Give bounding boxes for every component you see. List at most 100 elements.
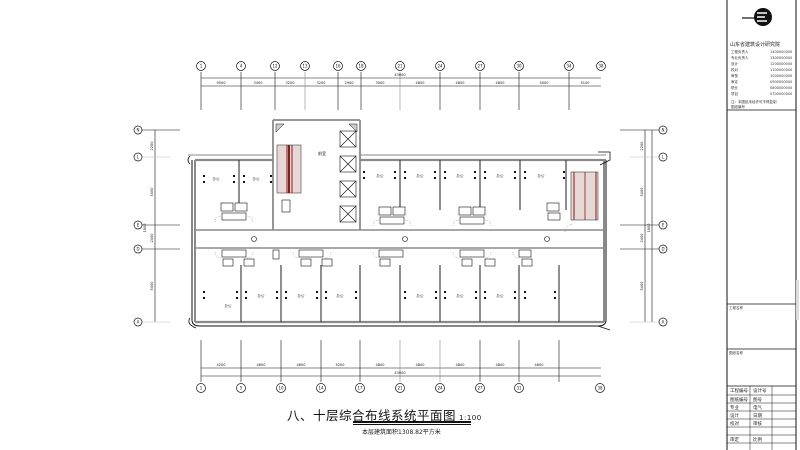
svg-text:5100: 5100 <box>581 81 590 85</box>
svg-text:5400: 5400 <box>150 282 154 291</box>
svg-text:31: 31 <box>516 386 522 391</box>
tb-row-label: 审定 <box>731 80 738 84</box>
svg-text:办公: 办公 <box>377 173 385 178</box>
svg-text:24: 24 <box>437 386 443 391</box>
svg-text:办公: 办公 <box>258 293 266 298</box>
svg-text:24: 24 <box>437 64 443 69</box>
network-outlet-markers <box>203 171 565 299</box>
svg-text:4800: 4800 <box>456 363 465 367</box>
title-block <box>726 0 797 450</box>
svg-text:2200: 2200 <box>150 142 154 151</box>
room-walls-south <box>240 265 560 322</box>
dimension-lines-top <box>200 72 601 110</box>
svg-text:办公: 办公 <box>417 173 425 178</box>
tb-note: 图纸编号 <box>731 105 745 109</box>
floor-area-note: 本层建筑面积1308.82平方米 <box>362 429 441 436</box>
grid-bubbles-bottom <box>196 383 605 393</box>
svg-text:4800: 4800 <box>376 363 385 367</box>
dimension-lines-left <box>142 129 180 323</box>
svg-text:2900: 2900 <box>345 81 354 85</box>
tb-section-project: 工程名称 <box>729 306 743 310</box>
margin-strip <box>796 280 799 320</box>
tb-sign-value: 比例 <box>753 438 762 443</box>
tb-sign-value: 审核 <box>753 422 762 427</box>
svg-text:L: L <box>137 155 140 160</box>
svg-text:4800: 4800 <box>416 81 425 85</box>
svg-text:17: 17 <box>357 386 363 391</box>
svg-text:43000: 43000 <box>394 371 405 375</box>
tb-row-label: 专业负责人 <box>731 56 749 60</box>
tb-sign-value: 日期 <box>753 414 762 419</box>
tb-row-label: 项目 <box>731 92 738 96</box>
tb-row-value: 0900000000 <box>770 80 793 84</box>
svg-text:27: 27 <box>477 386 483 391</box>
svg-text:办公: 办公 <box>457 293 465 298</box>
svg-text:办公: 办公 <box>337 293 345 298</box>
svg-text:2400: 2400 <box>640 234 644 243</box>
svg-text:43000: 43000 <box>394 73 405 77</box>
svg-text:办公: 办公 <box>253 176 261 181</box>
dimension-text-left: 2200 5400 1800 2400 5400 <box>143 142 154 291</box>
tb-row-value: 0800000000 <box>770 86 793 90</box>
drawing-scale: 1:100 <box>459 414 482 422</box>
tb-row-value: 1100000000 <box>770 68 793 72</box>
tb-row-label: 审核 <box>731 74 738 78</box>
svg-text:10: 10 <box>278 386 284 391</box>
toilets-south <box>221 249 533 267</box>
svg-text:5000: 5000 <box>540 81 549 85</box>
svg-text:1: 1 <box>200 64 203 69</box>
svg-text:34: 34 <box>566 64 572 69</box>
tb-row-value: 1000000000 <box>770 74 793 78</box>
svg-text:3200: 3200 <box>286 81 295 85</box>
tb-row-value: 0700000000 <box>770 92 793 96</box>
tb-row-value: 1400000000 <box>770 50 793 54</box>
svg-text:30: 30 <box>516 64 522 69</box>
tb-sign-value: 设计号 <box>753 389 767 394</box>
svg-text:办公: 办公 <box>213 176 220 181</box>
svg-text:办公: 办公 <box>457 173 465 178</box>
door-swings <box>214 215 574 259</box>
svg-text:1: 1 <box>200 386 203 391</box>
stair-west <box>276 144 302 194</box>
tb-row-label: 设计 <box>731 62 738 66</box>
tb-sign-value: 图号 <box>753 398 762 403</box>
dimension-text-bottom: 4200 4800 4800 5200 4800 4800 4800 4800 … <box>217 363 544 375</box>
tb-note: 注：本图纸未经许可不得复制 <box>731 100 777 104</box>
svg-text:4: 4 <box>240 64 243 69</box>
svg-text:N: N <box>662 128 665 133</box>
svg-text:2200: 2200 <box>640 142 644 151</box>
svg-text:16: 16 <box>335 64 341 69</box>
company-name: 山东省建筑设计研究院 <box>730 42 781 48</box>
svg-text:2400: 2400 <box>150 234 154 243</box>
svg-text:4800: 4800 <box>297 363 306 367</box>
building-outline <box>187 119 611 331</box>
svg-text:4800: 4800 <box>416 363 425 367</box>
svg-text:5400: 5400 <box>640 282 644 291</box>
svg-text:1800: 1800 <box>647 224 651 233</box>
corridor-fixtures <box>251 236 550 242</box>
svg-text:18: 18 <box>358 64 364 69</box>
tb-row-label: 工程负责人 <box>731 50 749 54</box>
svg-text:5: 5 <box>240 386 243 391</box>
svg-text:E: E <box>662 223 665 228</box>
svg-text:N: N <box>137 128 140 133</box>
tb-sign-label: 工程编号 <box>730 389 748 394</box>
svg-text:E: E <box>137 223 140 228</box>
tb-section-drawing: 图纸名称 <box>729 351 743 355</box>
svg-text:3000: 3000 <box>376 81 385 85</box>
dimension-text-top: 9000 3400 3200 3200 2900 3000 4800 4800 … <box>217 73 590 85</box>
svg-text:D: D <box>136 247 139 252</box>
svg-text:4200: 4200 <box>217 363 226 367</box>
svg-text:D: D <box>661 247 664 252</box>
svg-text:5400: 5400 <box>150 188 154 197</box>
svg-text:L: L <box>662 155 665 160</box>
elevator-shafts <box>339 130 357 223</box>
svg-text:办公: 办公 <box>225 303 232 308</box>
grid-bubbles-right <box>658 125 668 327</box>
svg-text:办公: 办公 <box>417 293 425 298</box>
drawing-title-text: 八、十层综合布线系统平面图 <box>287 408 457 423</box>
svg-text:办公: 办公 <box>497 173 505 178</box>
svg-text:3400: 3400 <box>254 81 263 85</box>
